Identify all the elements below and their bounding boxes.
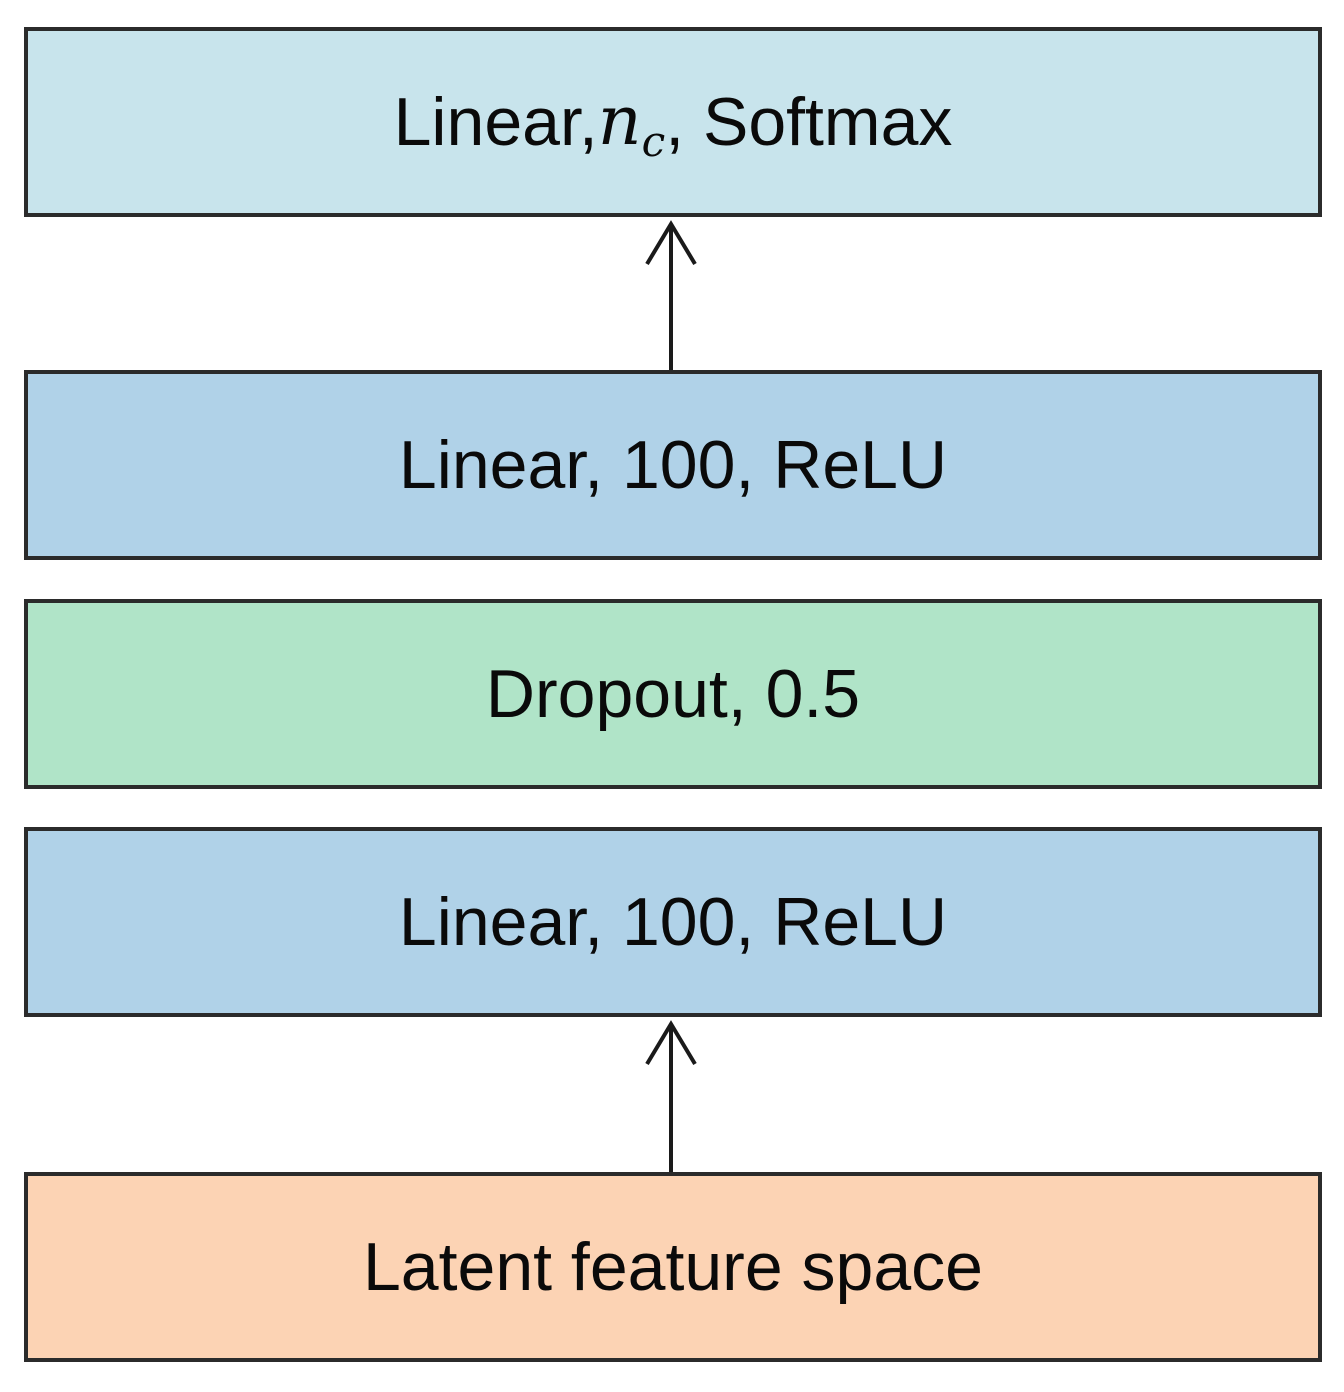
output-layer-box: Linear, nc , Softmax xyxy=(24,27,1322,217)
output-layer-math: nc xyxy=(598,88,665,163)
hidden-layer-2-box: Linear, 100, ReLU xyxy=(24,370,1322,560)
hidden-layer-2-label: Linear, 100, ReLU xyxy=(398,427,948,503)
dropout-layer-box: Dropout, 0.5 xyxy=(24,599,1322,789)
input-layer-box: Latent feature space xyxy=(24,1172,1322,1362)
input-layer-label: Latent feature space xyxy=(362,1229,983,1305)
output-layer-math-subscript: c xyxy=(641,116,666,166)
dropout-layer-label: Dropout, 0.5 xyxy=(485,656,861,732)
output-layer-math-base: n xyxy=(597,82,642,161)
arrow-head xyxy=(645,220,697,266)
output-layer-suffix: , Softmax xyxy=(665,84,953,160)
hidden-layer-1-label: Linear, 100, ReLU xyxy=(398,884,948,960)
arrow-head xyxy=(645,1020,697,1066)
output-layer-prefix: Linear, xyxy=(393,84,598,160)
hidden-layer-1-box: Linear, 100, ReLU xyxy=(24,827,1322,1017)
